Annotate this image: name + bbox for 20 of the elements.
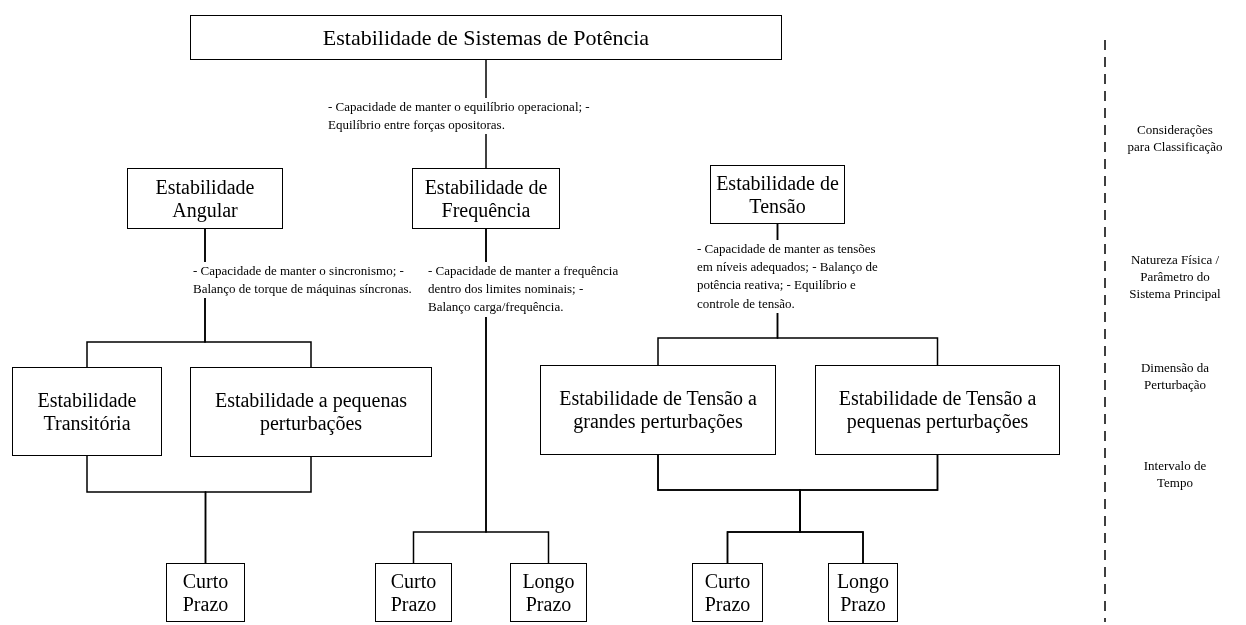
category-box: Curto Prazo	[166, 563, 245, 622]
category-box: Estabilidade de Tensão a pequenas perturbações	[815, 365, 1060, 455]
category-box: Estabilidade Transitória	[12, 367, 162, 456]
category-box: Estabilidade Angular	[127, 168, 283, 229]
category-box: Estabilidade de Tensão a grandes perturbações	[540, 365, 776, 455]
edge-label: - Capacidade de manter o equilíbrio operacional; - Equilíbrio entre forças opositoras.	[328, 98, 590, 135]
level-label: Considerações para Classificação	[1126, 122, 1224, 156]
category-box: Longo Prazo	[828, 563, 898, 622]
connector-line	[204, 456, 312, 564]
connector-line	[799, 454, 939, 564]
category-box: Estabilidade de Frequência	[412, 168, 560, 229]
category-box: Estabilidade de Tensão	[710, 165, 845, 224]
level-label: Natureza Física / Parâmetro do Sistema Principal	[1128, 252, 1222, 303]
category-box: Estabilidade a pequenas perturbações	[190, 367, 432, 457]
level-label: Dimensão da Perturbação	[1139, 360, 1211, 394]
category-box: Curto Prazo	[692, 563, 763, 622]
category-box: Longo Prazo	[510, 563, 587, 622]
category-box: Estabilidade de Sistemas de Potência	[190, 15, 782, 60]
category-box: Curto Prazo	[375, 563, 452, 622]
level-label: Intervalo de Tempo	[1142, 458, 1208, 492]
